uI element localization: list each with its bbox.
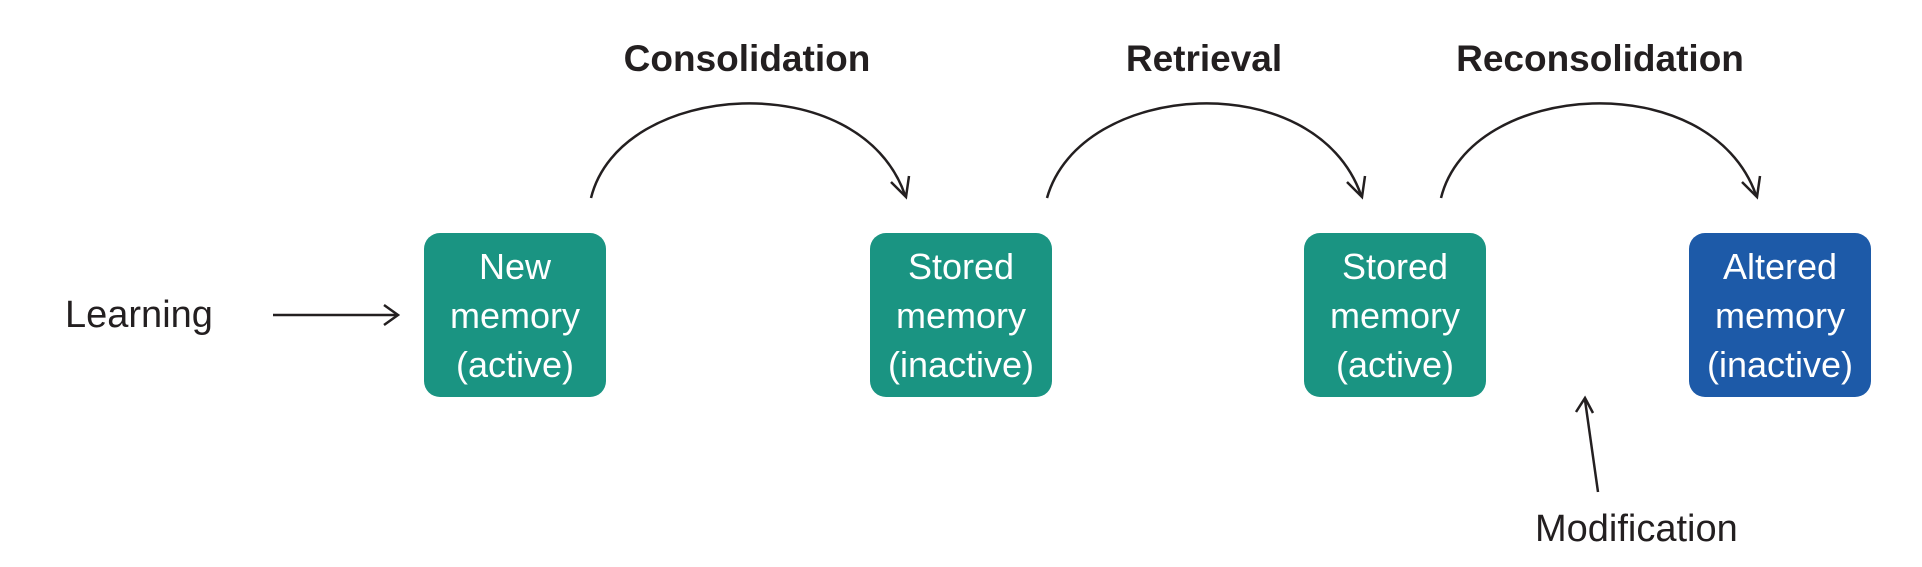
learning-arrowhead [383, 303, 401, 327]
modification-arrowhead [1574, 395, 1595, 414]
node-line: Altered [1722, 245, 1838, 287]
modification-arrow [1583, 399, 1600, 493]
node-stored-memory-active: Stored memory (active) [1304, 233, 1486, 397]
node-line: memory [1714, 294, 1845, 336]
node-line: (active) [1335, 343, 1455, 385]
node-line: (inactive) [1706, 343, 1854, 385]
node-line: memory [1329, 294, 1460, 336]
node-line: (inactive) [887, 343, 1035, 385]
learning-label: Learning [65, 294, 213, 336]
node-line: (active) [455, 343, 575, 385]
reconsolidation-label: Reconsolidation [1456, 38, 1744, 79]
reconsolidation-arrowhead [1741, 175, 1762, 200]
node-line: Stored [907, 245, 1015, 287]
node-stored-memory-inactive: Stored memory (inactive) [870, 233, 1052, 397]
retrieval-label: Retrieval [1125, 38, 1283, 79]
retrieval-arrow [1045, 102, 1363, 199]
consolidation-arrow [589, 102, 907, 199]
node-new-memory-active: New memory (active) [424, 233, 606, 397]
modification-label: Modification [1535, 508, 1738, 550]
node-line: Stored [1341, 245, 1449, 287]
reconsolidation-arrow [1439, 102, 1758, 199]
consolidation-arrowhead [890, 175, 911, 200]
retrieval-arrowhead [1346, 175, 1367, 200]
node-altered-memory-inactive: Altered memory (inactive) [1689, 233, 1871, 397]
consolidation-label: Consolidation [623, 38, 871, 79]
node-line: memory [895, 294, 1026, 336]
node-line: New [478, 245, 552, 287]
node-line: memory [449, 294, 580, 336]
